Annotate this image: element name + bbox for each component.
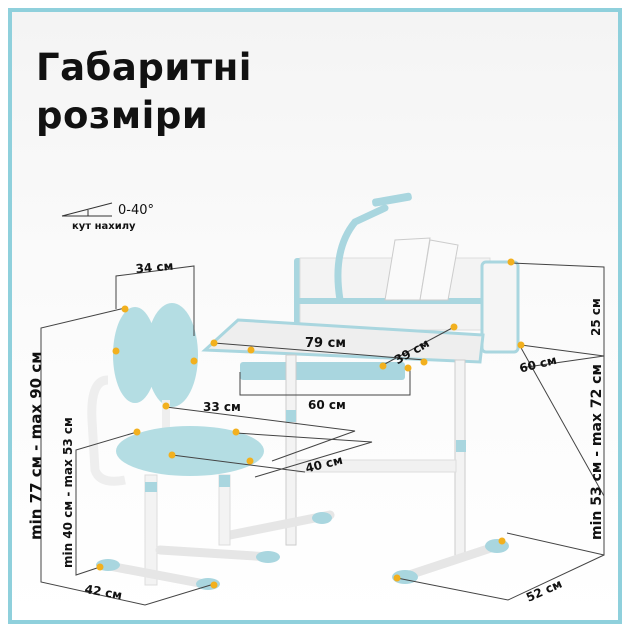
title-line-2: розміри: [36, 94, 209, 137]
shelf-height-label: 25 см: [589, 298, 603, 336]
seat-depth-label: 33 см: [203, 400, 241, 414]
tilt-angle-label: кут нахилу: [72, 221, 136, 232]
dimension-lines: [40, 262, 605, 606]
tilt-angle-icon: [61, 202, 113, 217]
chair: [87, 303, 280, 590]
desk-height-label: min 53 см - max 72 см: [589, 364, 605, 540]
measurement-markers: [96, 258, 525, 589]
tilt-angle-value: 0-40°: [118, 203, 155, 218]
frame-border: [8, 8, 622, 624]
drawer-width-label: 60 см: [308, 398, 346, 412]
desk: [201, 192, 520, 584]
chair-height-label: min 77 см - max 90 см: [27, 351, 45, 541]
seat-height-label: min 40 см - max 53 см: [61, 417, 75, 568]
title-line-1: Габаритні: [36, 46, 252, 89]
desk-width-label: 79 см: [305, 336, 346, 351]
